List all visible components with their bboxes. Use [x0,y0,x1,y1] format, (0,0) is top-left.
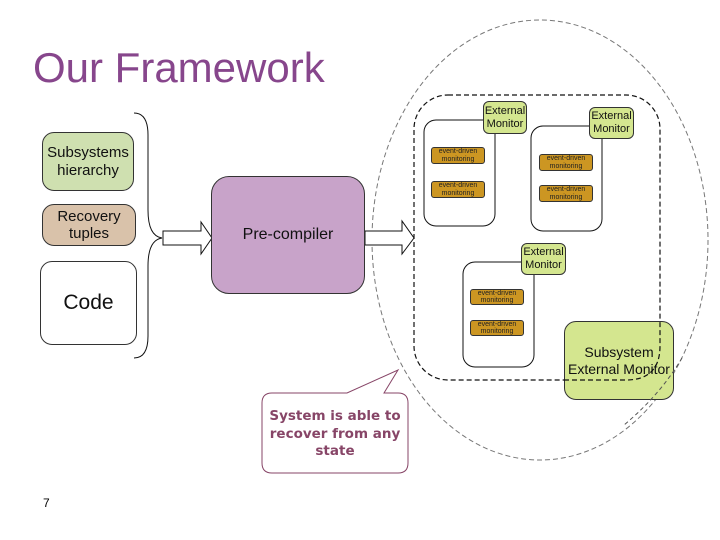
callout-text: System is able to recover from any state [269,408,401,460]
input-brace [133,112,163,359]
callout-balloon [261,368,409,474]
event-driven-monitor: event-driven monitoring [431,147,485,164]
code-label: Code [63,290,114,314]
external-monitor-3: External Monitor [521,243,566,275]
subsystems-hierarchy-box: Subsystems hierarchy [42,132,134,191]
event-driven-monitor-label: event-driven monitoring [546,155,586,170]
event-driven-monitor-label: event-driven monitoring [477,289,517,304]
page-number: 7 [43,496,50,510]
event-driven-monitor: event-driven monitoring [470,320,524,336]
subsystem-external-monitor-label: Subsystem External Monitor [568,344,670,377]
arrow-to-subsystems [364,219,415,256]
subsystem-box-1 [423,119,496,227]
arrow-to-precompiler [162,220,213,256]
subsystem-external-monitor: Subsystem External Monitor [564,321,674,400]
subsystems-hierarchy-label: Subsystems hierarchy [47,144,129,179]
event-driven-monitor: event-driven monitoring [539,154,593,171]
event-driven-monitor-label: event-driven monitoring [438,148,478,163]
event-driven-monitor-label: event-driven monitoring [477,320,517,335]
slide-title: Our Framework [33,44,325,91]
external-monitor-label: External Monitor [523,246,564,271]
subsystem-box-3 [462,261,535,368]
precompiler-label: Pre-compiler [242,225,334,243]
subsystem-box-2 [530,125,603,232]
external-monitor-1: External Monitor [483,101,527,134]
recovery-tuples-box: Recovery tuples [42,204,136,246]
event-driven-monitor: event-driven monitoring [431,181,485,198]
event-driven-monitor-label: event-driven monitoring [438,182,478,197]
code-box: Code [40,261,137,345]
external-monitor-label: External Monitor [484,104,526,130]
event-driven-monitor: event-driven monitoring [539,185,593,202]
external-monitor-label: External Monitor [591,110,632,135]
event-driven-monitor: event-driven monitoring [470,289,524,305]
recovery-tuples-label: Recovery tuples [57,207,121,242]
event-driven-monitor-label: event-driven monitoring [546,186,586,201]
external-monitor-2: External Monitor [589,107,634,139]
precompiler-box: Pre-compiler [211,176,365,294]
